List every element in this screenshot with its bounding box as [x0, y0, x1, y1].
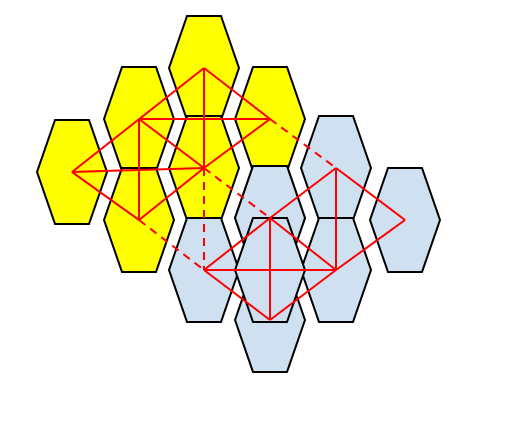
solid-edge-2: [71, 171, 140, 221]
solid-edge-11: [203, 217, 271, 271]
solid-edge-16: [203, 269, 271, 321]
solid-edge-14: [335, 219, 406, 271]
solid-edge-3: [138, 167, 205, 221]
solid-edge-15: [269, 269, 337, 321]
solid-edges: [71, 67, 406, 321]
solid-edge-18: [269, 217, 337, 271]
dashed-edges: [138, 118, 337, 271]
solid-edge-12: [269, 167, 337, 219]
solid-edge-13: [335, 167, 406, 221]
solid-edge-9: [71, 167, 205, 173]
solid-edge-5: [203, 67, 271, 120]
solid-edge-6: [203, 118, 271, 169]
solid-edge-7: [138, 118, 205, 169]
